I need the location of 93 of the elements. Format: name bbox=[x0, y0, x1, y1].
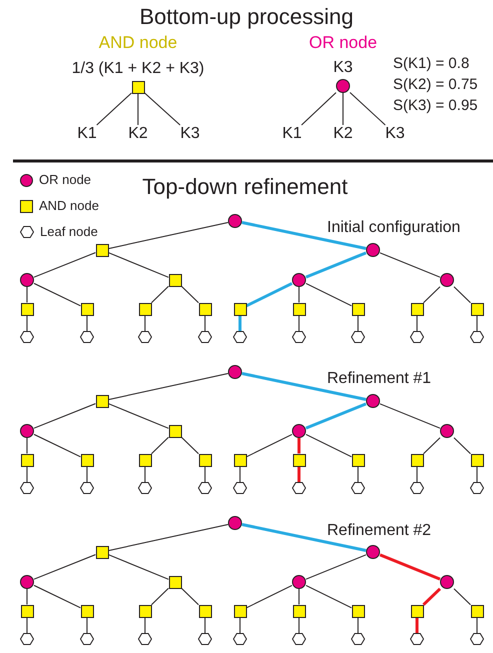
key-text: K2 bbox=[126, 125, 150, 143]
tree-edge bbox=[26, 466, 28, 482]
tree-edge bbox=[34, 584, 81, 608]
tree-edge bbox=[26, 588, 28, 605]
diagram-title: Bottom-up processing bbox=[140, 3, 354, 31]
tree-edge bbox=[298, 617, 300, 634]
tree-edge bbox=[350, 92, 386, 126]
tree-edge bbox=[108, 554, 169, 580]
tree-edge bbox=[181, 588, 199, 606]
tree-edge bbox=[380, 403, 440, 429]
tree-edge bbox=[86, 466, 88, 482]
tree-edge bbox=[380, 252, 440, 278]
node-type-heading: OR node bbox=[308, 32, 378, 54]
tree-edge bbox=[108, 222, 228, 250]
tree-edge bbox=[204, 315, 206, 332]
tree-edge bbox=[108, 373, 228, 400]
tree-edge bbox=[423, 286, 440, 304]
tree-edge bbox=[144, 617, 146, 634]
tree-edge bbox=[306, 434, 352, 458]
tree-edge bbox=[144, 466, 146, 482]
tree-edge bbox=[34, 403, 96, 429]
node-value-text: 1/3 (K1 + K2 + K3) bbox=[72, 61, 204, 77]
tree-edge bbox=[96, 92, 132, 126]
section-heading: Top-down refinement bbox=[142, 173, 348, 200]
tree-edge bbox=[246, 434, 292, 458]
score-text: S(K3) = 0.95 bbox=[393, 97, 478, 116]
tree-edge bbox=[379, 553, 441, 581]
tree-edge bbox=[26, 315, 28, 332]
tree-edge bbox=[306, 584, 352, 608]
key-text: K1 bbox=[280, 125, 304, 143]
tree-edge bbox=[423, 437, 440, 454]
tree-edge bbox=[416, 618, 418, 633]
tree-edge bbox=[86, 315, 88, 332]
tree-edge bbox=[454, 286, 471, 304]
tree-edge bbox=[181, 286, 199, 304]
tree-edge bbox=[246, 584, 292, 608]
tree-edge bbox=[454, 437, 471, 454]
tree-caption: Initial configuration bbox=[327, 218, 460, 238]
tree-edge bbox=[26, 438, 28, 454]
tree-edge bbox=[422, 588, 442, 606]
score-text: S(K2) = 0.75 bbox=[393, 76, 478, 95]
tree-edge bbox=[108, 524, 228, 552]
tree-edge bbox=[26, 617, 28, 634]
tree-edge bbox=[34, 554, 96, 580]
tree-edge bbox=[306, 554, 366, 580]
tree-edge bbox=[298, 438, 300, 454]
tree-caption: Refinement #1 bbox=[327, 369, 432, 389]
tree-edge bbox=[144, 92, 181, 126]
tree-edge bbox=[181, 436, 199, 454]
tree-caption: Refinement #2 bbox=[327, 521, 432, 541]
tree-edge bbox=[144, 315, 146, 332]
tree-edge bbox=[151, 436, 169, 454]
key-text: K2 bbox=[331, 125, 355, 143]
legend-text: OR node bbox=[39, 171, 92, 190]
score-text: S(K1) = 0.8 bbox=[393, 55, 470, 74]
tree-edge bbox=[242, 372, 366, 401]
legend-text: AND node bbox=[39, 197, 99, 216]
tree-edge bbox=[108, 252, 169, 278]
tree-edge bbox=[242, 221, 366, 250]
tree-edge bbox=[151, 286, 169, 304]
tree-edge bbox=[242, 523, 366, 552]
tree-edge bbox=[34, 434, 81, 458]
node-value-text: K3 bbox=[333, 60, 353, 76]
tree-edge bbox=[246, 282, 293, 308]
tree-edge bbox=[34, 282, 81, 306]
key-text: K1 bbox=[75, 125, 99, 143]
tree-edge bbox=[454, 588, 471, 606]
tree-edge bbox=[301, 92, 336, 126]
key-text: K3 bbox=[383, 125, 407, 143]
tree-edge bbox=[238, 316, 242, 331]
tree-edge bbox=[476, 466, 478, 482]
tree-edge bbox=[108, 403, 169, 429]
tree-edge bbox=[34, 252, 96, 278]
tree-edge bbox=[151, 588, 169, 606]
tree-edge bbox=[305, 402, 367, 430]
tree-edge bbox=[26, 286, 28, 303]
legend-text: Leaf node bbox=[40, 223, 98, 242]
tree-edge bbox=[416, 466, 418, 482]
tree-edge bbox=[204, 617, 206, 634]
tree-edge bbox=[298, 588, 300, 605]
tree-edge bbox=[204, 466, 206, 482]
node-type-heading: AND node bbox=[98, 32, 178, 54]
key-text: K3 bbox=[178, 125, 202, 143]
tree-edge bbox=[342, 92, 344, 126]
tree-edge bbox=[416, 315, 418, 332]
tree-edge bbox=[476, 315, 478, 332]
tree-edge bbox=[298, 286, 300, 303]
tree-edge bbox=[298, 466, 300, 482]
tree-edge bbox=[476, 617, 478, 634]
tree-edge bbox=[86, 617, 88, 634]
tree-edge bbox=[298, 315, 300, 332]
tree-edge bbox=[306, 282, 352, 306]
tree-edge bbox=[305, 251, 367, 279]
